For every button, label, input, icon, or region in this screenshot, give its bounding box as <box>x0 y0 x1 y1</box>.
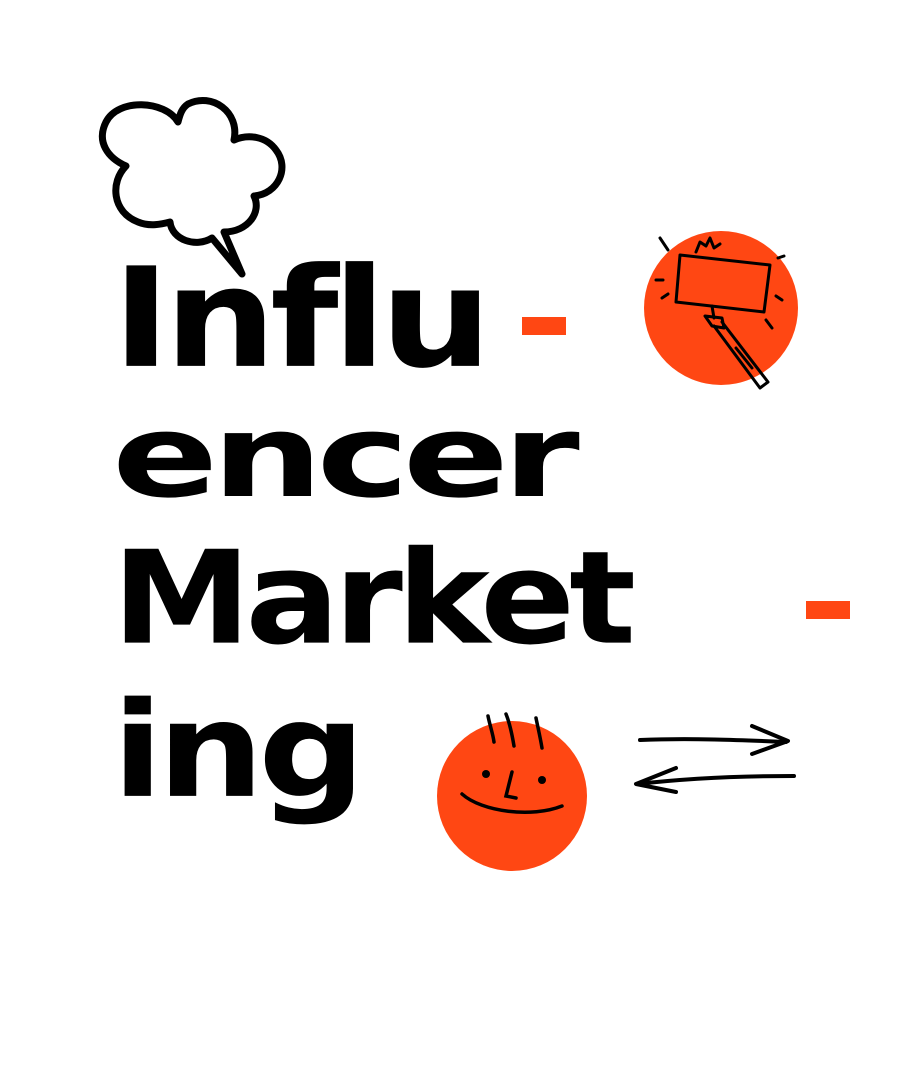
title-line-2: encer <box>112 390 580 524</box>
title-line-3: Market <box>112 523 636 674</box>
hyphen-accent-1 <box>522 317 566 335</box>
title-line-4: ing <box>112 674 366 828</box>
speech-cloud-icon <box>98 96 286 278</box>
selfie-stick-icon <box>644 231 798 390</box>
hyphen-accent-2 <box>806 601 850 619</box>
title-line-1: Influ <box>112 238 492 400</box>
smiley-face-icon <box>437 712 587 871</box>
exchange-arrows-icon <box>634 724 796 794</box>
